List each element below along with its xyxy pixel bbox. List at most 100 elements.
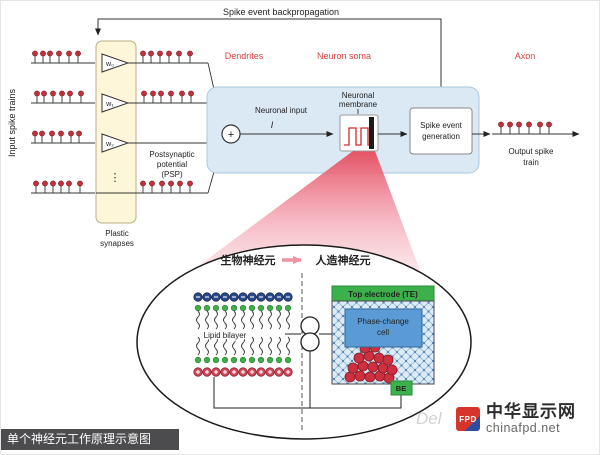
spike-icon — [156, 50, 164, 64]
lipid-head-icon — [284, 304, 292, 312]
axon-label: Axon — [515, 51, 536, 61]
spike-icon — [167, 90, 175, 104]
phase-change-cell-label: Phase-change — [357, 317, 409, 326]
bottom-electrode-box — [390, 380, 413, 396]
phase-change-cell-label: cell — [377, 328, 389, 337]
amorphous-sphere-icon — [382, 354, 394, 366]
psp-label: Postsynaptic — [149, 150, 194, 159]
weight-label: w₂ — [105, 141, 114, 148]
spikegen-label: generation — [422, 132, 460, 141]
lipid-head-icon — [266, 304, 274, 312]
minus-ion-icon — [256, 292, 266, 302]
site-watermark: Del FPD 中华显示网 chinafpd.net — [416, 402, 576, 436]
lipid-head-icon — [221, 356, 229, 364]
weights-ellipsis: ⋮ — [110, 172, 121, 184]
spike-icon — [31, 50, 39, 64]
lipid-head-icon — [257, 356, 265, 364]
lipid-head-icon — [284, 356, 292, 364]
lipid-head-icon — [266, 356, 274, 364]
amorphous-sphere-icon — [347, 362, 359, 374]
amorphous-sphere-icon — [344, 371, 356, 383]
spike-icon — [545, 121, 553, 135]
plus-ion-icon — [202, 367, 212, 377]
spike-icon — [158, 180, 166, 194]
spike-icon — [497, 121, 505, 135]
fpd-logo-icon: FPD — [456, 407, 480, 431]
plus-ion-icon — [193, 367, 203, 377]
lipid-head-icon — [203, 304, 211, 312]
spike-icon — [187, 90, 195, 104]
current-symbol: I — [271, 120, 274, 130]
weight-label: w₁ — [105, 101, 114, 108]
amorphous-sphere-icon — [364, 371, 376, 383]
spike-icon — [147, 50, 155, 64]
input-train-4 — [32, 180, 84, 194]
lipid-head-icon — [275, 304, 283, 312]
lipid-head-icon — [212, 356, 220, 364]
input-spike-trains — [31, 62, 95, 194]
lipid-head-icon — [275, 356, 283, 364]
plus-ion-row — [193, 367, 293, 377]
zoom-funnel — [189, 151, 421, 273]
spike-icon — [49, 180, 57, 194]
psp-label: (PSP) — [161, 170, 183, 179]
psp-train-3 — [139, 180, 194, 194]
amorphous-sphere-icon — [367, 361, 379, 373]
spike-icon — [139, 180, 147, 194]
spike-icon — [65, 180, 73, 194]
plus-ion-icon — [238, 367, 248, 377]
spike-icon — [76, 180, 84, 194]
sum-symbol: + — [228, 129, 234, 141]
spike-icon — [148, 180, 156, 194]
minus-ion-icon — [220, 292, 230, 302]
synapse-amplifiers: w₀ w₁ w₂ ⋮ — [101, 53, 130, 184]
site-name: 中华显示网 — [486, 402, 576, 421]
spike-icon — [57, 130, 65, 144]
spike-icon — [149, 90, 157, 104]
plastic-synapses-label: synapses — [100, 239, 134, 248]
lipid-head-icon — [239, 356, 247, 364]
watermark-faint-text: Del — [416, 409, 442, 428]
membrane-icon — [339, 114, 379, 152]
spikegen-label: Spike event — [420, 121, 463, 130]
input-train-1 — [31, 50, 82, 64]
minus-ion-icon — [229, 292, 239, 302]
spike-icon — [58, 90, 66, 104]
spike-icon — [40, 90, 48, 104]
plus-ion-icon — [256, 367, 266, 377]
dendrites-label: Dendrites — [225, 51, 264, 61]
input-spike-trains-label: Input spike trains — [7, 88, 17, 157]
plus-ion-icon — [274, 367, 284, 377]
watermark-text-block: 中华显示网 chinafpd.net — [486, 402, 576, 436]
spike-icon — [33, 90, 41, 104]
minus-ion-icon — [202, 292, 212, 302]
input-train-2 — [33, 90, 85, 104]
phase-change-cell-box — [344, 308, 423, 348]
plus-ion-icon — [247, 367, 257, 377]
spike-icon — [140, 90, 148, 104]
spike-icon — [31, 130, 39, 144]
lipid-bilayer-label: Lipid bilayer — [204, 331, 247, 340]
minus-ion-icon — [193, 292, 203, 302]
backprop-arrow — [95, 18, 442, 105]
output-label: train — [523, 158, 539, 167]
spike-icon — [506, 121, 514, 135]
spike-icon — [75, 130, 83, 144]
spike-icon — [74, 50, 82, 64]
psp-train-1 — [139, 50, 194, 64]
amorphous-sphere-icon — [354, 370, 366, 382]
synapse-triangle-icon — [101, 93, 130, 113]
spike-icon — [65, 50, 73, 64]
psp-train-2 — [140, 90, 195, 104]
spike-icon — [48, 130, 56, 144]
lipid-head-icon — [248, 356, 256, 364]
lipid-head-icon — [230, 356, 238, 364]
lipid-head-icon — [221, 304, 229, 312]
plastic-synapses-label: Plastic — [105, 229, 129, 238]
lipid-head-icon — [194, 356, 202, 364]
output-train — [497, 121, 553, 135]
top-electrode-label: Top electrode (TE) — [348, 290, 418, 299]
fpd-logo-text: FPD — [459, 414, 477, 424]
bottom-electrode-label: BE — [396, 384, 406, 393]
